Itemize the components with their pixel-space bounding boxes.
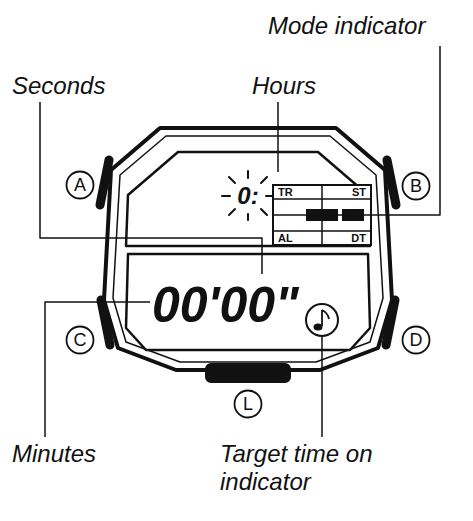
- time-digits: 00'00": [152, 280, 299, 330]
- hours-digit: 0:: [237, 182, 258, 210]
- button-label-circle: L: [233, 389, 263, 419]
- button-a: [100, 160, 109, 205]
- drawing-part: [261, 209, 267, 215]
- mode-label: ST: [352, 186, 366, 198]
- leader-lines: [40, 46, 440, 437]
- note-symbol: [314, 310, 330, 331]
- button-letter: L: [243, 395, 253, 413]
- circle-outline: [67, 327, 94, 354]
- callout-label: Minutes: [12, 440, 96, 468]
- drawing-part: [40, 46, 440, 437]
- mode-label: TR: [278, 186, 293, 198]
- callout-label: Seconds: [12, 72, 105, 100]
- button-b: [387, 160, 396, 205]
- drawing-part: [247, 214, 249, 220]
- mode-label: DT: [351, 232, 366, 244]
- seconds-leader: [40, 102, 262, 274]
- circle-outline: [403, 327, 430, 354]
- circle-outline: [67, 172, 94, 199]
- mode-indicator-box: TR ST AL DT: [272, 184, 372, 246]
- mode-pointer-bar: [306, 209, 338, 221]
- target-leader: [321, 337, 323, 437]
- watch-case: [104, 128, 392, 370]
- button-letter: C: [74, 331, 87, 349]
- button-letter: A: [74, 176, 86, 194]
- callout-label: Target time on indicator: [220, 440, 442, 495]
- button-label-circle: B: [401, 171, 431, 201]
- hours-leader: [277, 102, 279, 172]
- bezel-line: [113, 136, 383, 362]
- drawing-part: [322, 310, 329, 319]
- drawing-part: [321, 310, 323, 326]
- flash-rays: [222, 171, 274, 220]
- button-label-circle: C: [65, 325, 95, 355]
- minutes-leader: [45, 302, 150, 437]
- circle-outline: [235, 391, 262, 418]
- lower-display-frame: [126, 254, 370, 350]
- mode-pointer-bar: [342, 209, 364, 221]
- button-label-circle: D: [401, 325, 431, 355]
- button-l: [206, 364, 290, 382]
- callout-label: Hours: [252, 72, 316, 100]
- mode-label: AL: [278, 232, 293, 244]
- button-letter: D: [410, 331, 423, 349]
- button-d: [386, 300, 395, 345]
- drawing-part: [229, 177, 235, 183]
- button-c: [101, 300, 110, 345]
- mode-leader: [364, 46, 440, 215]
- circle-outline: [403, 173, 430, 200]
- button-letter: B: [410, 177, 422, 195]
- note-circle: [306, 304, 338, 336]
- drawing-part: [261, 177, 267, 183]
- callout-label: Mode indicator: [268, 12, 425, 40]
- drawing-part: [222, 195, 230, 197]
- drawing-part: [247, 171, 249, 178]
- button-label-circle: A: [65, 170, 95, 200]
- drawing-part: [229, 209, 235, 215]
